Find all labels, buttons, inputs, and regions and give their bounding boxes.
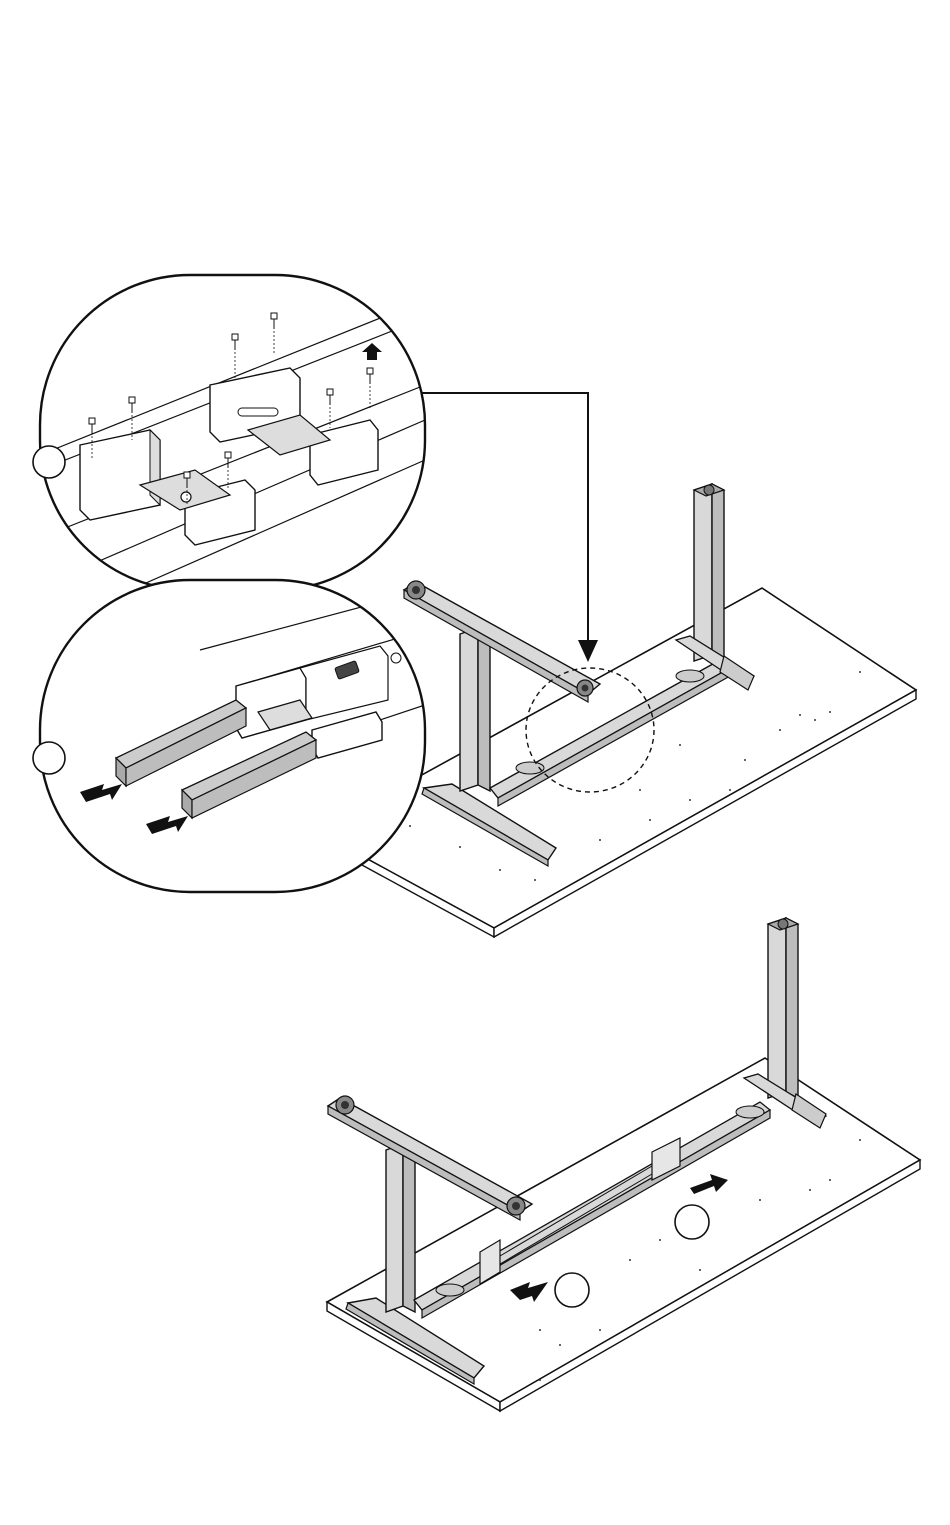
step-marker-circle bbox=[555, 1273, 589, 1307]
step-marker-circle bbox=[675, 1205, 709, 1239]
screw-removal-callout bbox=[33, 275, 425, 590]
upper-right-column bbox=[694, 484, 724, 661]
lower-desktop bbox=[327, 1058, 920, 1411]
upper-left-arm bbox=[404, 581, 600, 702]
upper-left-column bbox=[460, 628, 490, 791]
lower-right-column bbox=[768, 918, 798, 1098]
step-marker-circle bbox=[33, 742, 65, 774]
step-marker-circle bbox=[33, 446, 65, 478]
beam-extension-callout bbox=[33, 580, 425, 892]
lower-desk-assembly bbox=[327, 918, 920, 1411]
lower-left-column bbox=[386, 1144, 415, 1312]
lower-left-arm bbox=[328, 1096, 532, 1220]
